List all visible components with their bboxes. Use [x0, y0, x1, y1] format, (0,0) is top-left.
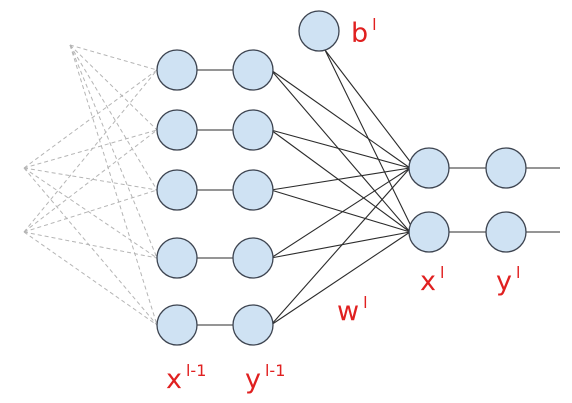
y-prev-node	[232, 49, 274, 91]
neuron-nodes	[156, 10, 527, 346]
weight-edge-3-1	[270, 231, 411, 259]
y-curr-node	[485, 147, 527, 189]
x-prev-node	[156, 237, 198, 279]
connection-edges	[197, 49, 560, 326]
dashed-edge-0-2	[69, 44, 158, 191]
dashed-edge-1-3	[23, 167, 158, 259]
dashed-edge-1-4	[23, 167, 158, 326]
y-current-label-main: y	[496, 266, 512, 297]
bias-edge-1	[324, 49, 413, 229]
weight-edge-1-1	[270, 129, 411, 233]
weight-edge-2-0	[270, 167, 411, 191]
dashed-edge-0-0	[69, 44, 158, 71]
x-prev-node	[156, 109, 198, 151]
y-previous-label-superscript: l-1	[264, 361, 286, 380]
y-prev-node	[232, 109, 274, 151]
y-previous-label-main: y	[245, 364, 261, 395]
x-previous-label-main: x	[166, 364, 182, 395]
dashed-edge-2-2	[23, 189, 158, 233]
x-current-label-main: x	[420, 266, 436, 297]
dashed-edge-2-0	[23, 69, 158, 233]
weight-edge-0-0	[270, 69, 411, 169]
y-prev-node	[232, 169, 274, 211]
weight-edge-2-1	[270, 189, 411, 233]
y-prev-node	[232, 237, 274, 279]
x-prev-node	[156, 169, 198, 211]
weight-label-main: w	[337, 296, 360, 327]
dashed-edge-1-1	[23, 129, 158, 169]
dashed-edge-2-3	[23, 231, 158, 259]
y-current-label-superscript: l	[515, 263, 521, 282]
bias-edge-0	[324, 49, 413, 165]
previous-layer-dashed-connections	[23, 44, 158, 326]
bias-label-main: b	[351, 18, 369, 49]
weight-label-superscript: l	[363, 293, 368, 312]
x-curr-node	[408, 211, 450, 253]
y-prev-node	[232, 304, 274, 346]
weight-edge-1-0	[270, 129, 411, 169]
dashed-edge-1-2	[23, 167, 158, 191]
dashed-edge-1-0	[23, 69, 158, 169]
bias-node	[298, 10, 340, 52]
bias-label-superscript: l	[372, 15, 377, 34]
x-prev-node	[156, 304, 198, 346]
x-previous-label-superscript: l-1	[185, 361, 207, 380]
dashed-edge-0-1	[69, 44, 158, 131]
dashed-edge-0-4	[69, 44, 158, 326]
x-current-label-superscript: l	[439, 263, 445, 282]
dashed-edge-2-4	[23, 231, 158, 326]
weight-edge-0-1	[270, 69, 411, 233]
x-prev-node	[156, 49, 198, 91]
weight-edge-4-1	[270, 231, 411, 326]
x-curr-node	[408, 147, 450, 189]
weight-edge-4-0	[270, 167, 411, 326]
y-curr-node	[485, 211, 527, 253]
weight-edge-3-0	[270, 167, 411, 259]
dashed-edge-0-3	[69, 44, 158, 259]
